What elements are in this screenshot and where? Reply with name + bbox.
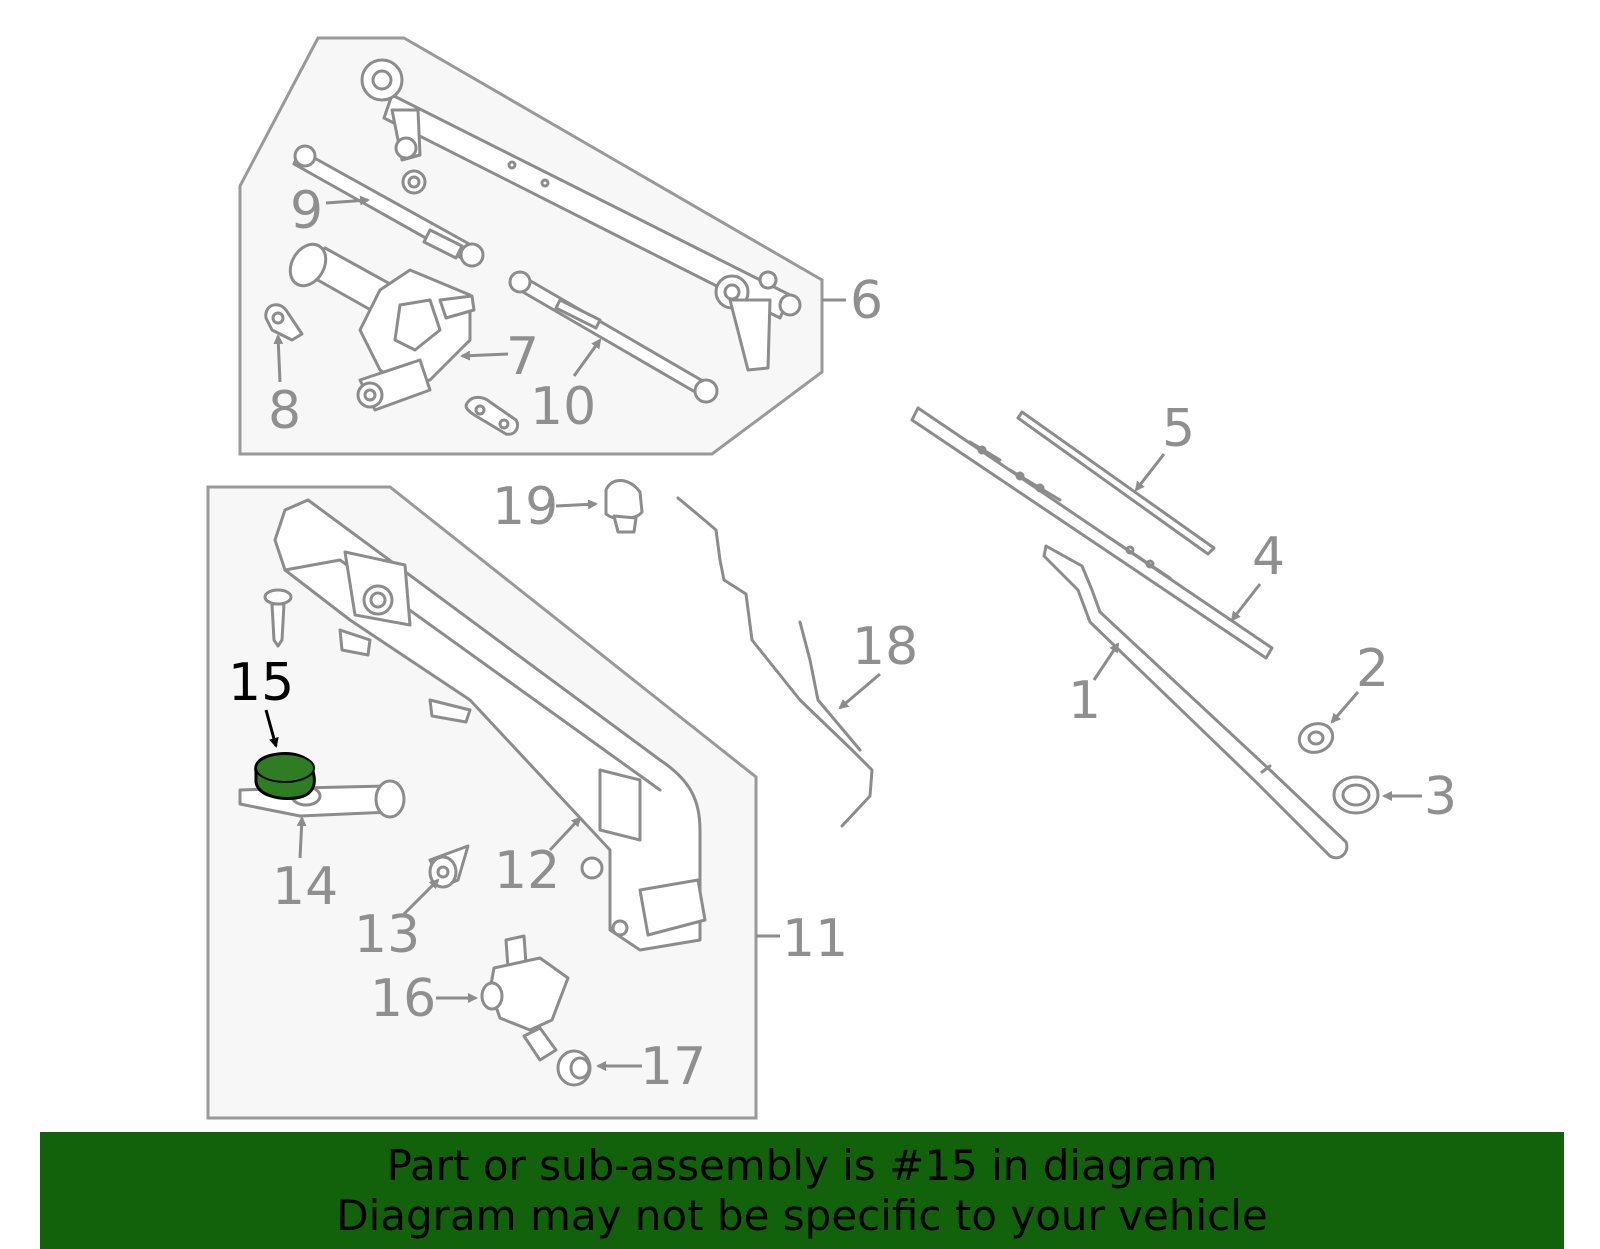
reservoir-cap-15[interactable] bbox=[254, 752, 316, 800]
link-rod-10[interactable] bbox=[508, 270, 719, 404]
wiper-arm[interactable] bbox=[1042, 544, 1349, 860]
washer-hose[interactable] bbox=[676, 496, 874, 828]
mounting-bracket-8[interactable] bbox=[264, 303, 304, 342]
callout-8: 8 bbox=[268, 381, 301, 441]
pump-seal[interactable] bbox=[556, 1049, 592, 1087]
wiper-blade[interactable] bbox=[910, 406, 1274, 660]
callout-11: 11 bbox=[782, 909, 848, 969]
washer-pump[interactable] bbox=[480, 934, 570, 1062]
callout-4: 4 bbox=[1252, 527, 1285, 587]
linkage-nut[interactable] bbox=[401, 169, 427, 195]
wiper-linkage-bar[interactable] bbox=[360, 58, 802, 372]
info-banner: Part or sub-assembly is #15 in diagram D… bbox=[40, 1132, 1564, 1249]
callout-7: 7 bbox=[506, 327, 539, 387]
blade-refill[interactable] bbox=[1016, 410, 1216, 556]
banner-line-part: Part or sub-assembly is #15 in diagram bbox=[386, 1140, 1218, 1190]
washer-reservoir[interactable] bbox=[273, 498, 707, 952]
callout-5: 5 bbox=[1162, 399, 1195, 459]
callout-10: 10 bbox=[530, 377, 596, 437]
callout-17: 17 bbox=[640, 1037, 706, 1097]
callout-6: 6 bbox=[850, 271, 883, 331]
callout-19: 19 bbox=[492, 477, 558, 537]
linkage-bushing[interactable] bbox=[464, 395, 520, 436]
wiper-motor[interactable] bbox=[283, 238, 476, 412]
callout-9: 9 bbox=[290, 181, 323, 241]
link-rod-9[interactable] bbox=[292, 144, 485, 268]
reservoir-screw[interactable] bbox=[263, 588, 293, 648]
callout-12: 12 bbox=[494, 841, 560, 901]
arm-cap[interactable] bbox=[1332, 775, 1380, 815]
callout-1: 1 bbox=[1068, 671, 1101, 731]
callout-13: 13 bbox=[354, 905, 420, 965]
callout-2: 2 bbox=[1356, 639, 1389, 699]
callout-14: 14 bbox=[272, 857, 338, 917]
callout-labels: 9 8 7 10 6 5 4 1 2 3 19 18 11 12 13 14 1… bbox=[228, 181, 1457, 1097]
leader-lines bbox=[264, 195, 1422, 1071]
callout-16: 16 bbox=[370, 969, 436, 1029]
callout-15: 15 bbox=[228, 653, 294, 713]
callout-18: 18 bbox=[852, 617, 918, 677]
callout-3: 3 bbox=[1424, 767, 1457, 827]
arm-nut[interactable] bbox=[1295, 719, 1337, 757]
banner-line-disclaimer: Diagram may not be specific to your vehi… bbox=[336, 1190, 1268, 1240]
washer-nozzle[interactable] bbox=[604, 479, 644, 534]
